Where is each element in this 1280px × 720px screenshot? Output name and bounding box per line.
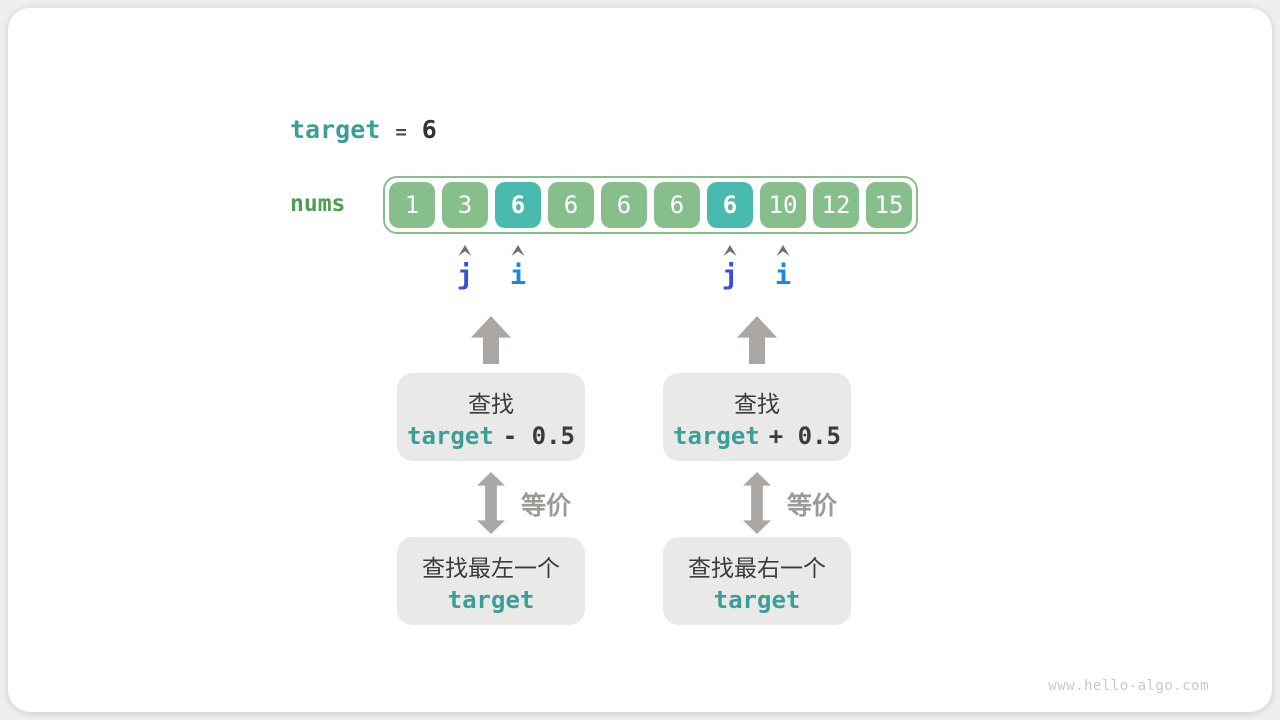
result-box-leftmost: 查找最左一个 target bbox=[397, 537, 585, 625]
nums-array: 1 3 6 6 6 6 6 10 12 15 bbox=[383, 176, 918, 234]
array-cell: 6 bbox=[548, 182, 594, 228]
array-cell: 3 bbox=[442, 182, 488, 228]
equals-sign: = bbox=[395, 121, 407, 143]
diagram-card: target = 6 nums 1 3 6 6 6 6 6 10 12 15 j… bbox=[8, 8, 1272, 712]
array-cell: 6 bbox=[654, 182, 700, 228]
expression-operator: - 0.5 bbox=[502, 421, 575, 450]
pointer-label-i-right: i bbox=[774, 260, 792, 291]
result-box-leftmost-caption: 查找最左一个 bbox=[422, 554, 560, 581]
search-box-right-expression: target + 0.5 bbox=[673, 422, 841, 450]
target-value: 6 bbox=[421, 115, 437, 144]
search-box-left: 查找 target - 0.5 bbox=[397, 373, 585, 461]
array-cell: 1 bbox=[389, 182, 435, 228]
equivalence-label-right: 等价 bbox=[787, 492, 838, 520]
search-box-right: 查找 target + 0.5 bbox=[663, 373, 851, 461]
double-arrow-icon bbox=[743, 472, 771, 534]
result-target-keyword: target bbox=[447, 585, 535, 614]
pointer-caret-icon bbox=[511, 245, 525, 256]
pointer-caret-icon bbox=[723, 245, 737, 256]
result-target-keyword: target bbox=[713, 585, 801, 614]
array-cell: 12 bbox=[813, 182, 859, 228]
equivalence-label-left: 等价 bbox=[521, 492, 572, 520]
array-cell: 6 bbox=[601, 182, 647, 228]
result-box-rightmost: 查找最右一个 target bbox=[663, 537, 851, 625]
result-box-rightmost-caption: 查找最右一个 bbox=[688, 554, 826, 581]
up-arrow-icon bbox=[737, 316, 777, 364]
nums-array-label: nums bbox=[290, 191, 346, 217]
target-keyword: target bbox=[290, 115, 381, 144]
target-declaration: target = 6 bbox=[290, 115, 437, 144]
pointer-caret-icon bbox=[776, 245, 790, 256]
array-cell: 6 bbox=[495, 182, 541, 228]
search-box-left-expression: target - 0.5 bbox=[407, 422, 575, 450]
search-box-right-caption: 查找 bbox=[734, 390, 780, 417]
watermark: www.hello-algo.com bbox=[1048, 678, 1209, 694]
double-arrow-icon bbox=[477, 472, 505, 534]
expression-target-keyword: target bbox=[407, 421, 494, 450]
up-arrow-icon bbox=[471, 316, 511, 364]
expression-operator: + 0.5 bbox=[768, 421, 841, 450]
array-cell: 6 bbox=[707, 182, 753, 228]
pointer-label-j-right: j bbox=[721, 260, 739, 291]
search-box-left-caption: 查找 bbox=[468, 390, 514, 417]
array-cell: 15 bbox=[866, 182, 912, 228]
array-cell: 10 bbox=[760, 182, 806, 228]
expression-target-keyword: target bbox=[673, 421, 760, 450]
pointer-label-i-left: i bbox=[509, 260, 527, 291]
pointer-label-j-left: j bbox=[456, 260, 474, 291]
pointer-caret-icon bbox=[458, 245, 472, 256]
